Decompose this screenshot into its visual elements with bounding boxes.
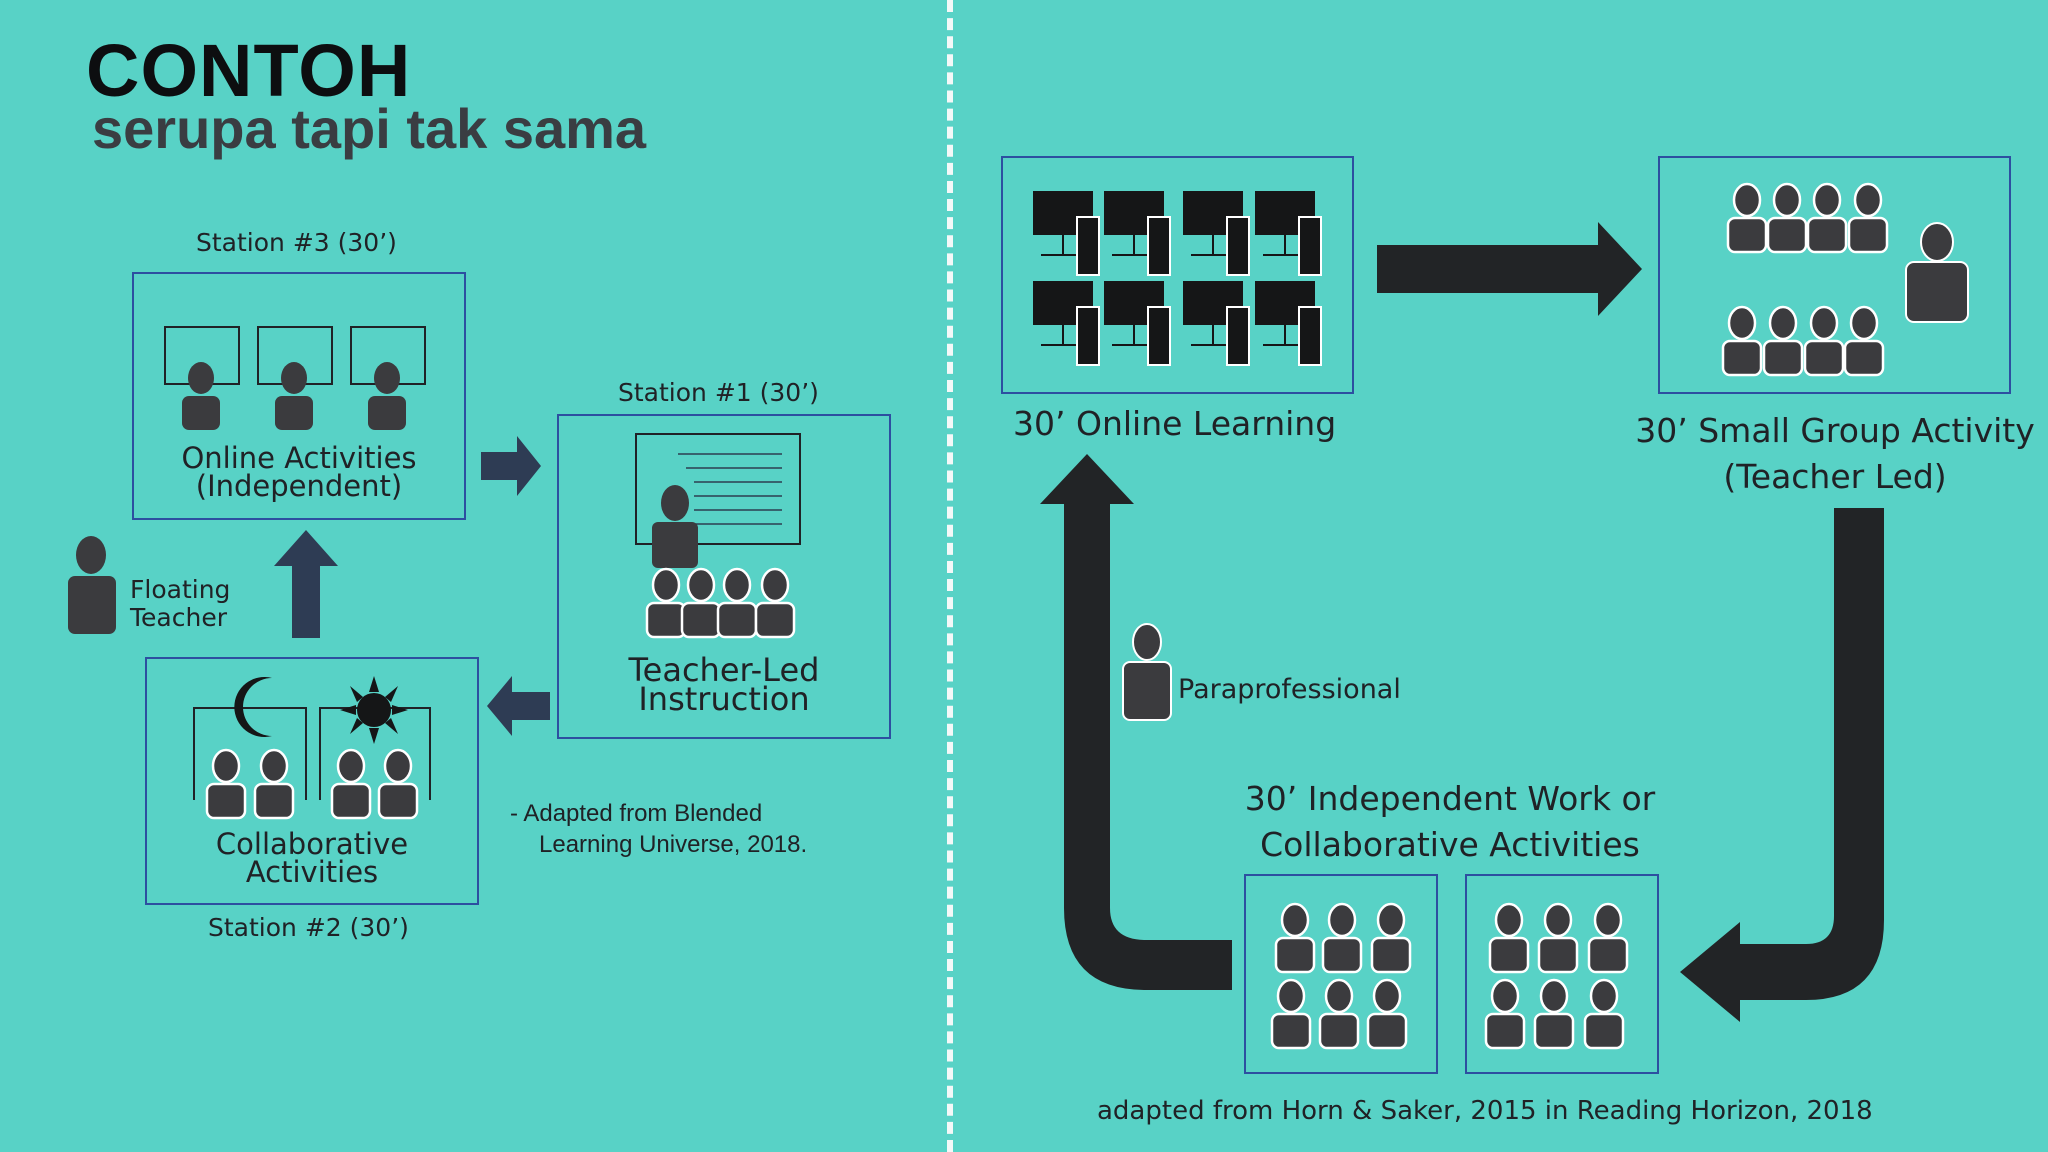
floating-teacher-line2: Teacher [130, 603, 227, 632]
arrow-right-icon [481, 436, 541, 496]
station2-heading: Station #2 (30’) [208, 913, 409, 942]
left-source-line1: - Adapted from Blended [510, 800, 763, 827]
floating-teacher-line1: Floating [130, 575, 231, 604]
station3-label: Online Activities (Independent) [132, 441, 466, 503]
floating-teacher-icon [68, 536, 116, 634]
station1-teacher-icon [635, 433, 801, 639]
small-group-line1: 30’ Small Group Activity [1635, 411, 2035, 450]
sun-icon [340, 676, 408, 744]
independent-box-2 [1465, 874, 1659, 1074]
paraprofessional-label: Paraprofessional [1178, 674, 1401, 705]
station3-label-line1: Online Activities [181, 441, 417, 475]
independent-line1: 30’ Independent Work or [1244, 779, 1656, 818]
station3-students-icon [164, 326, 426, 430]
small-group-icon [1721, 182, 1969, 377]
station1-label-line1: Teacher-Led [628, 651, 820, 689]
station1-label-line2: Instruction [638, 680, 810, 718]
arrow-to-independent-icon [1680, 508, 1884, 1022]
online-learning-label: 30’ Online Learning [1013, 404, 1337, 443]
station2-label: Collaborative Activities [145, 827, 479, 889]
arrow-up-icon [274, 530, 338, 638]
floating-teacher-label: Floating Teacher [130, 576, 230, 632]
arrow-left-icon [487, 676, 550, 736]
station3-box [132, 272, 466, 520]
station3-label-line2: (Independent) [195, 469, 403, 503]
small-group-box [1658, 156, 2011, 394]
moon-icon [234, 677, 272, 737]
station3-heading: Station #3 (30’) [196, 228, 397, 257]
station2-box [145, 657, 479, 905]
right-source-note: adapted from Horn & Saker, 2015 in Readi… [1097, 1096, 1873, 1126]
small-group-line2: (Teacher Led) [1723, 457, 1947, 496]
independent-box-1 [1244, 874, 1438, 1074]
center-divider [947, 0, 953, 1152]
left-source-note: - Adapted from Blended Learning Universe… [510, 798, 807, 860]
station1-heading: Station #1 (30’) [618, 378, 819, 407]
online-learning-box [1001, 156, 1354, 394]
station1-label: Teacher-Led Instruction [557, 651, 891, 718]
independent-students-icon [1270, 902, 1629, 1050]
independent-line2: Collaborative Activities [1260, 825, 1640, 864]
computer-lab-icon [1032, 190, 1322, 366]
station2-collab-icon [193, 676, 431, 820]
left-source-line2: Learning Universe, 2018. [539, 831, 808, 858]
independent-label: 30’ Independent Work or Collaborative Ac… [1200, 776, 1700, 868]
arrow-to-online-icon [1040, 454, 1232, 990]
paraprofessional-icon [1122, 623, 1172, 721]
page-subtitle: serupa tapi tak sama [92, 97, 647, 160]
page-title: CONTOH [86, 29, 412, 112]
station2-label-line2: Activities [245, 855, 379, 889]
station2-label-line1: Collaborative [215, 827, 409, 861]
arrow-to-small-group-icon [1377, 222, 1642, 316]
small-group-label: 30’ Small Group Activity (Teacher Led) [1630, 408, 2040, 500]
station1-box [557, 414, 891, 739]
